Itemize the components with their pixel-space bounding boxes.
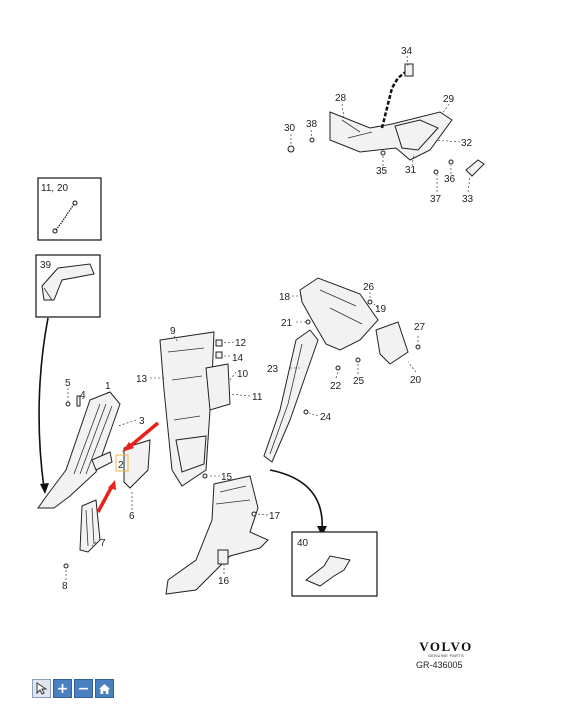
callout-3: 3 [139, 416, 145, 427]
callout-37: 37 [430, 194, 442, 205]
callout-30: 30 [284, 123, 296, 134]
a-pillar-assembly [37, 388, 160, 580]
callout-24: 24 [320, 412, 332, 423]
zoom-out-button[interactable]: − [74, 679, 93, 698]
callout-8: 8 [62, 581, 68, 592]
callout-33: 33 [462, 194, 474, 205]
select-tool-button[interactable] [32, 679, 51, 698]
home-icon [99, 683, 110, 694]
callout-25: 25 [353, 376, 365, 387]
callout-29: 29 [443, 94, 455, 105]
callout-16: 16 [218, 576, 230, 587]
callout-13: 13 [136, 374, 148, 385]
spring-box-label: 11, 20 [41, 183, 68, 194]
pad-box-label: 40 [297, 538, 309, 549]
callout-12: 12 [235, 338, 247, 349]
callout-22: 22 [330, 381, 342, 392]
callout-38: 38 [306, 119, 318, 130]
pad-detail-box [291, 531, 378, 597]
callout-34: 34 [401, 46, 413, 57]
callout-9: 9 [170, 326, 176, 337]
callout-18: 18 [279, 292, 291, 303]
callout-1: 1 [105, 381, 111, 392]
callout-7: 7 [100, 538, 106, 549]
callout-6: 6 [129, 511, 135, 522]
plus-icon: + [56, 680, 69, 697]
callout-35: 35 [376, 166, 388, 177]
callout-19: 19 [375, 304, 387, 315]
cursor-icon [36, 682, 47, 695]
grip-detail-box [35, 254, 101, 494]
callout-27: 27 [414, 322, 426, 333]
callout-15: 15 [221, 472, 233, 483]
callout-17: 17 [269, 511, 281, 522]
grip-box-label: 39 [40, 260, 52, 271]
viewer-toolbar: + − [32, 679, 114, 698]
c-pillar-assembly [263, 277, 421, 536]
callout-14: 14 [232, 353, 244, 364]
home-button[interactable] [95, 679, 114, 698]
callout-20: 20 [410, 375, 422, 386]
volvo-logo: VOLVO GENUINE PARTS [418, 640, 474, 658]
reference-number: GR-436005 [416, 660, 463, 670]
rear-upper-assembly [287, 55, 485, 193]
callout-4: 4 [80, 390, 86, 401]
callout-28: 28 [335, 93, 347, 104]
callout-10: 10 [237, 369, 249, 380]
callout-23: 23 [267, 364, 279, 375]
callout-32: 32 [461, 138, 473, 149]
zoom-in-button[interactable]: + [53, 679, 72, 698]
callout-2: 2 [118, 460, 124, 471]
callout-26: 26 [363, 282, 375, 293]
logo-subtitle: GENUINE PARTS [427, 653, 465, 658]
callout-11: 11 [252, 392, 263, 403]
callout-31: 31 [405, 165, 417, 176]
minus-icon: − [77, 680, 90, 697]
logo-brand: VOLVO [419, 639, 473, 654]
callout-36: 36 [444, 174, 456, 185]
b-pillar-assembly [150, 331, 269, 595]
callout-labels: 34 28 29 30 38 32 35 31 36 37 33 1 2 3 4… [40, 46, 474, 592]
callout-5: 5 [65, 378, 71, 389]
callout-21: 21 [281, 318, 293, 329]
spring-detail-box [37, 177, 102, 241]
